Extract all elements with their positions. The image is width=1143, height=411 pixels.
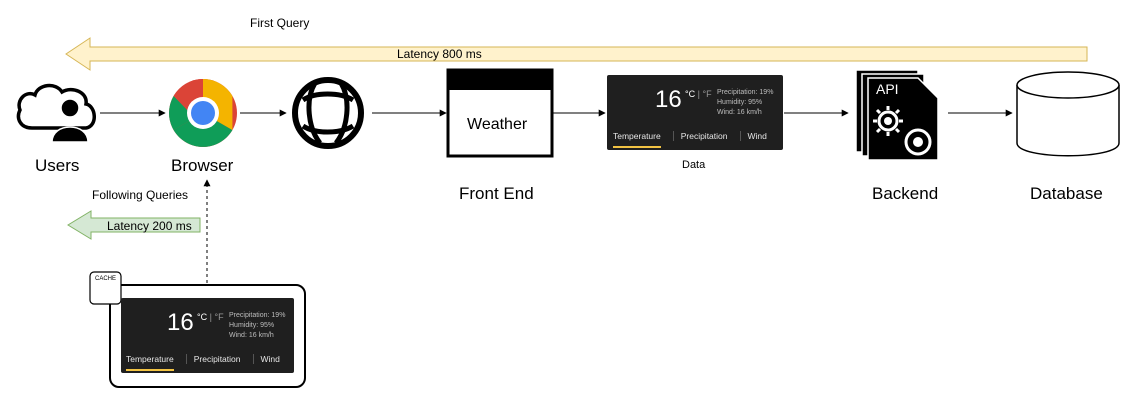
weather-widget-data: 16 °C | °F Precipitation: 19% Humidity: …	[607, 75, 783, 150]
tab-precipitation[interactable]: Precipitation	[672, 131, 740, 141]
unit-f[interactable]: °F	[702, 89, 712, 99]
widget-tabs: Temperature Precipitation Wind	[126, 354, 292, 371]
widget-temp: 16	[167, 309, 194, 336]
widget-units: °C | °F	[685, 89, 712, 99]
tab-wind[interactable]: Wind	[739, 131, 779, 141]
first-query-arrow	[65, 37, 1088, 71]
front-end-label: Front End	[459, 184, 534, 203]
widget-tabs: Temperature Precipitation Wind	[613, 131, 779, 148]
weather-widget-cache: 16 °C | °F Precipitation: 19% Humidity: …	[121, 298, 294, 373]
api-icon-text: API	[876, 81, 899, 97]
unit-sep: |	[209, 312, 212, 322]
widget-units: °C | °F	[197, 312, 224, 322]
following-queries-label: Following Queries	[92, 188, 189, 202]
database-label: Database	[1030, 184, 1103, 203]
tab-precipitation[interactable]: Precipitation	[185, 354, 253, 364]
unit-sep: |	[697, 89, 700, 99]
latency-200-label: Latency 200 ms	[107, 219, 192, 233]
unit-f[interactable]: °F	[214, 312, 224, 322]
first-query-label: First Query	[250, 16, 310, 30]
cache-label: CACHE	[95, 276, 117, 282]
api-document-icon	[855, 69, 939, 161]
backend-label: Backend	[872, 184, 939, 203]
users-icon	[16, 83, 96, 143]
users-label: Users	[35, 156, 80, 175]
humidity-stat: Humidity: 95%	[229, 322, 275, 329]
widget-temp: 16	[655, 86, 682, 113]
wind-stat: Wind: 16 km/h	[717, 109, 762, 116]
precipitation-stat: Precipitation: 19%	[229, 312, 286, 319]
globe-icon	[292, 77, 364, 149]
tab-temperature[interactable]: Temperature	[126, 354, 186, 371]
tab-temperature[interactable]: Temperature	[613, 131, 673, 148]
weather-box-label: Weather	[467, 116, 528, 133]
latency-800-label: Latency 800 ms	[397, 47, 482, 61]
browser-label: Browser	[171, 156, 234, 175]
following-query-arrow	[67, 210, 201, 240]
widget-stats: Precipitation: 19% Humidity: 95% Wind: 1…	[229, 311, 285, 341]
tab-wind[interactable]: Wind	[252, 354, 292, 364]
wind-stat: Wind: 16 km/h	[229, 332, 274, 339]
humidity-stat: Humidity: 95%	[717, 99, 763, 106]
cache-tag-box	[89, 271, 122, 305]
frontend-window-shape	[446, 68, 554, 158]
data-label: Data	[682, 159, 706, 171]
precipitation-stat: Precipitation: 19%	[717, 89, 774, 96]
unit-c[interactable]: °C	[197, 312, 208, 322]
widget-stats: Precipitation: 19% Humidity: 95% Wind: 1…	[717, 88, 773, 118]
chrome-icon	[169, 79, 237, 147]
unit-c[interactable]: °C	[685, 89, 696, 99]
database-cylinder	[1016, 71, 1120, 157]
